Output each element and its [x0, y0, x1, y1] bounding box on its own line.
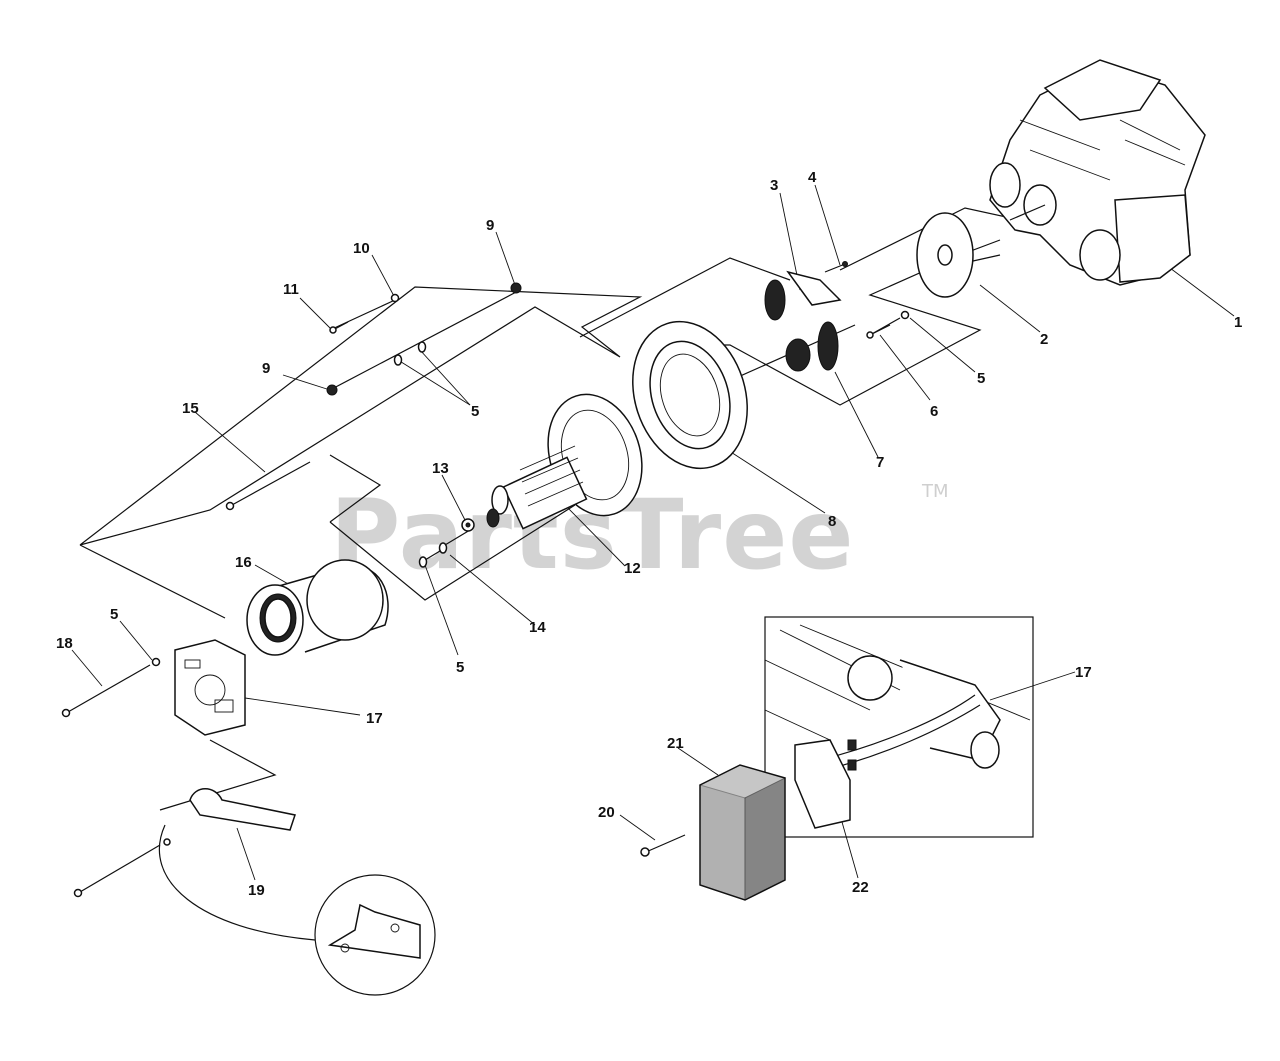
callout-13: 13 — [432, 460, 449, 477]
stator-part-16[interactable] — [246, 559, 389, 656]
screen-cover-part-21[interactable] — [698, 764, 787, 901]
washer-part-5-pair[interactable] — [393, 341, 427, 366]
washer-part-14[interactable] — [438, 542, 448, 554]
bracket-part-19[interactable] — [73, 788, 296, 898]
callout-5-right: 5 — [977, 370, 985, 387]
callout-4: 4 — [808, 169, 817, 186]
callout-5-left: 5 — [110, 606, 118, 623]
callout-16: 16 — [235, 554, 252, 571]
callout-5-lower: 5 — [456, 659, 464, 676]
nut-part-9-upper[interactable] — [510, 282, 522, 294]
callout-3: 3 — [770, 177, 778, 194]
washer-part-5-upper-right[interactable] — [900, 310, 910, 320]
callout-10: 10 — [353, 240, 370, 257]
screw-part-4[interactable] — [824, 261, 848, 273]
engine-part-1[interactable] — [989, 59, 1206, 286]
housing-part-8[interactable] — [615, 307, 766, 484]
adapter-plate-part-2[interactable] — [916, 212, 974, 298]
washer-part-5-lower[interactable] — [418, 556, 428, 568]
bolt-part-18[interactable] — [61, 664, 151, 718]
screen-part-3[interactable] — [764, 270, 842, 321]
screw-part-11[interactable] — [329, 321, 349, 334]
callout-1: 1 — [1234, 314, 1242, 331]
bracket-detail-inset — [314, 874, 436, 996]
bearing-part-13[interactable] — [461, 518, 475, 532]
callout-17-left: 17 — [366, 710, 383, 727]
rear-carrier-part-17[interactable] — [174, 639, 246, 736]
screw-part-6[interactable] — [866, 324, 891, 339]
screen-part-7[interactable] — [785, 321, 839, 372]
rotor-part-12[interactable] — [486, 382, 657, 530]
callout-9-upper: 9 — [486, 217, 494, 234]
callout-17-right: 17 — [1075, 664, 1092, 681]
callout-labels: 1 2 3 4 5 6 7 8 9 10 11 9 5 15 13 12 14 … — [56, 169, 1242, 899]
callout-19: 19 — [248, 882, 265, 899]
nut-part-9-lower[interactable] — [326, 384, 338, 396]
callout-2: 2 — [1040, 331, 1048, 348]
callout-5-upper: 5 — [471, 403, 479, 420]
callout-8: 8 — [828, 513, 836, 530]
washer-part-5-left[interactable] — [151, 657, 161, 667]
switch-part-22[interactable] — [794, 739, 857, 829]
callout-20: 20 — [598, 804, 615, 821]
callout-22: 22 — [852, 879, 869, 896]
callout-15: 15 — [182, 400, 199, 417]
callout-18: 18 — [56, 635, 73, 652]
screw-part-20[interactable] — [640, 834, 686, 857]
callout-12: 12 — [624, 560, 641, 577]
through-bolt-part-15[interactable] — [225, 461, 311, 511]
wiring-detail-inset — [764, 616, 1034, 838]
callout-6: 6 — [930, 403, 938, 420]
watermark-trademark: TM — [921, 481, 949, 502]
callout-21: 21 — [667, 735, 684, 752]
callout-7: 7 — [876, 454, 884, 471]
washer-part-10[interactable] — [390, 293, 400, 303]
callout-14: 14 — [529, 619, 546, 636]
callout-9-lower: 9 — [262, 360, 270, 377]
leader-lines — [71, 184, 1235, 881]
callout-11: 11 — [283, 281, 299, 298]
